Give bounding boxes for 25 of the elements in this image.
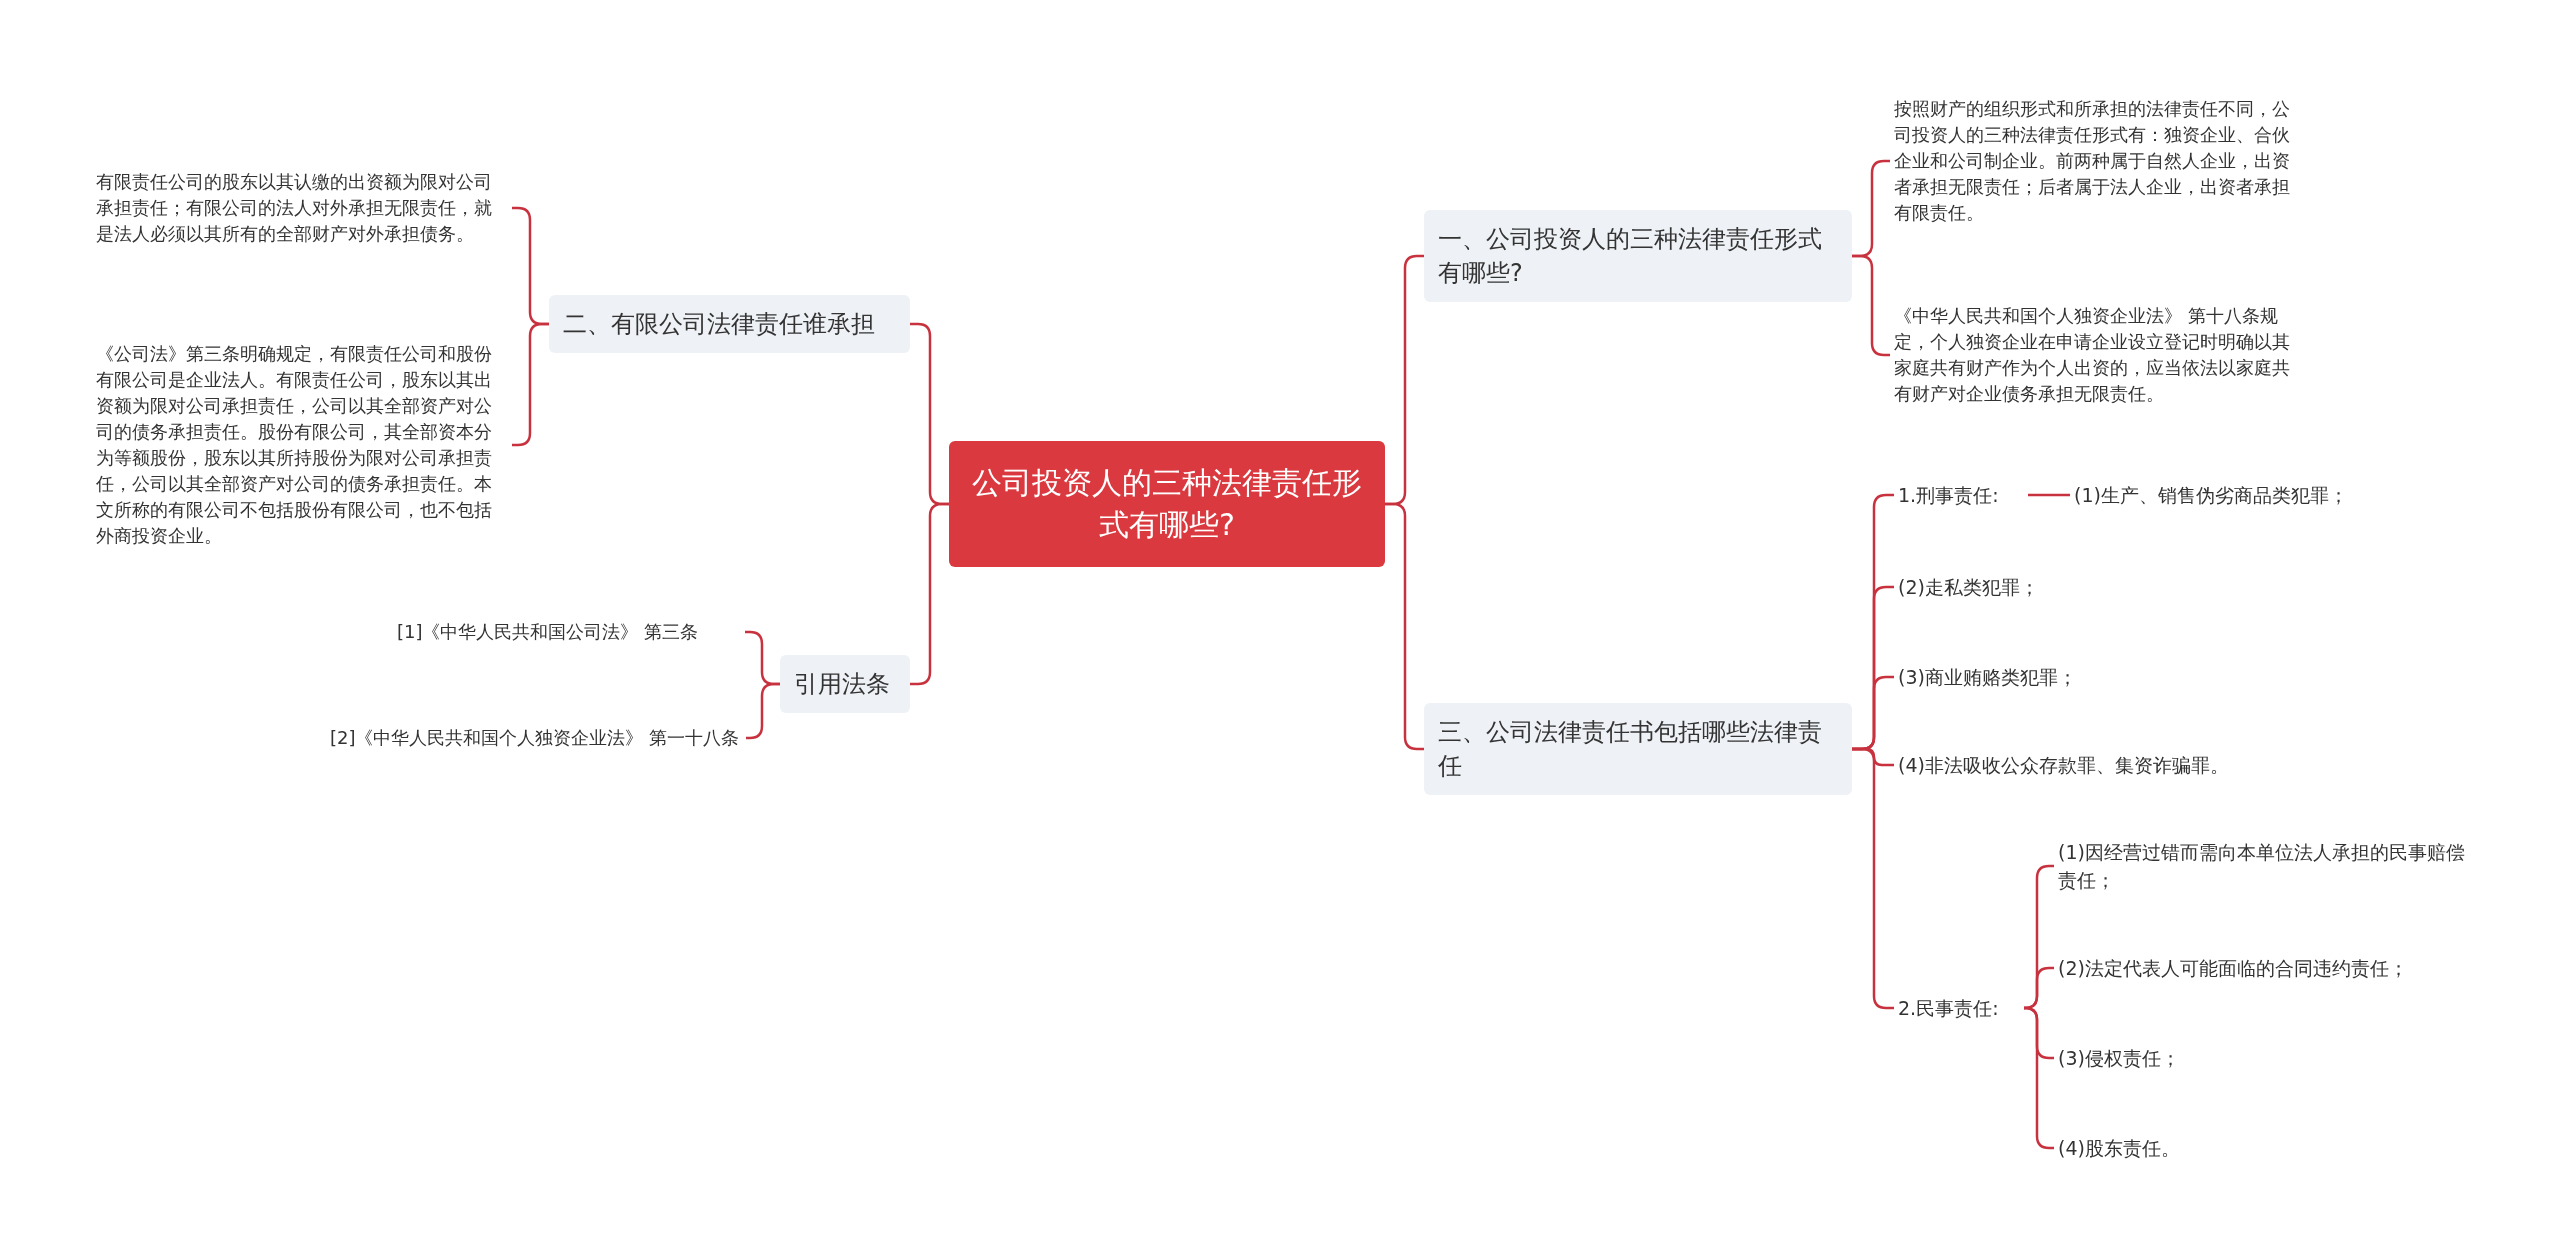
note-text: 有限责任公司的股东以其认缴的出资额为限对公司承担责任；有限公司的法人对外承担无限责任，就是法人必须以其所有的全部财产对外承担债务。 <box>92 169 512 247</box>
note-text: 《中华人民共和国个人独资企业法》 第十八条规定，个人独资企业在申请企业设立登记时明确以其家庭共有财产作为个人出资的，应当依法以家庭共有财产对企业债务承担无限责任。 <box>1890 303 2310 407</box>
item-text: (2)法定代表人可能面临的合同违约责任； <box>2054 954 2494 982</box>
topic-box: 一、公司投资人的三种法律责任形式有哪些? <box>1424 210 1852 302</box>
central-topic-box: 公司投资人的三种法律责任形式有哪些? <box>949 441 1385 567</box>
item-text: (4)股东责任。 <box>2054 1134 2254 1162</box>
item-text: (3)商业贿赂类犯罪； <box>1894 663 2194 691</box>
note-text: 按照财产的组织形式和所承担的法律责任不同，公司投资人的三种法律责任形式有：独资企业、合伙企业和公司制企业。前两种属于自然人企业，出资者承担无限责任；后者属于法人企业，出资者承担有限责任。 <box>1890 96 2310 226</box>
topic-box: 引用法条 <box>780 655 910 713</box>
connector-line <box>910 502 949 686</box>
connector-line <box>1385 502 1424 751</box>
citation-text: [2]《中华人民共和国个人独资企业法》 第一十八条 <box>326 725 746 751</box>
item-text: (1)因经营过错而需向本单位法人承担的民事赔偿责任； <box>2054 838 2474 894</box>
topic-box: 三、公司法律责任书包括哪些法律责任 <box>1424 703 1852 795</box>
citation-text: [1]《中华人民共和国公司法》 第三条 <box>393 619 745 645</box>
item-text: (4)非法吸收公众存款罪、集资诈骗罪。 <box>1894 751 2354 779</box>
connector-line <box>746 682 780 740</box>
item-text: 2.民事责任: <box>1894 994 2024 1022</box>
item-text: (3)侵权责任； <box>2054 1044 2254 1072</box>
topic-box: 二、有限公司法律责任谁承担 <box>549 295 910 353</box>
item-text: 1.刑事责任: <box>1894 481 2028 509</box>
connector-line <box>2028 493 2070 497</box>
note-text: 《公司法》第三条明确规定，有限责任公司和股份有限公司是企业法人。有限责任公司，股东以其出资额为限对公司承担责任，公司以其全部资产对公司的债务承担责任。股份有限公司，其全部资本分为等额股份，股东以其所持股份为限对公司承担责任，公司以其全部资产对公司的债务承担责任。本文所称的有限公司不包括股份有限公司，也不包括外商投资企业。 <box>92 341 512 549</box>
item-text: (1)生产、销售伪劣商品类犯罪； <box>2070 481 2410 509</box>
item-text: (2)走私类犯罪； <box>1894 573 2154 601</box>
